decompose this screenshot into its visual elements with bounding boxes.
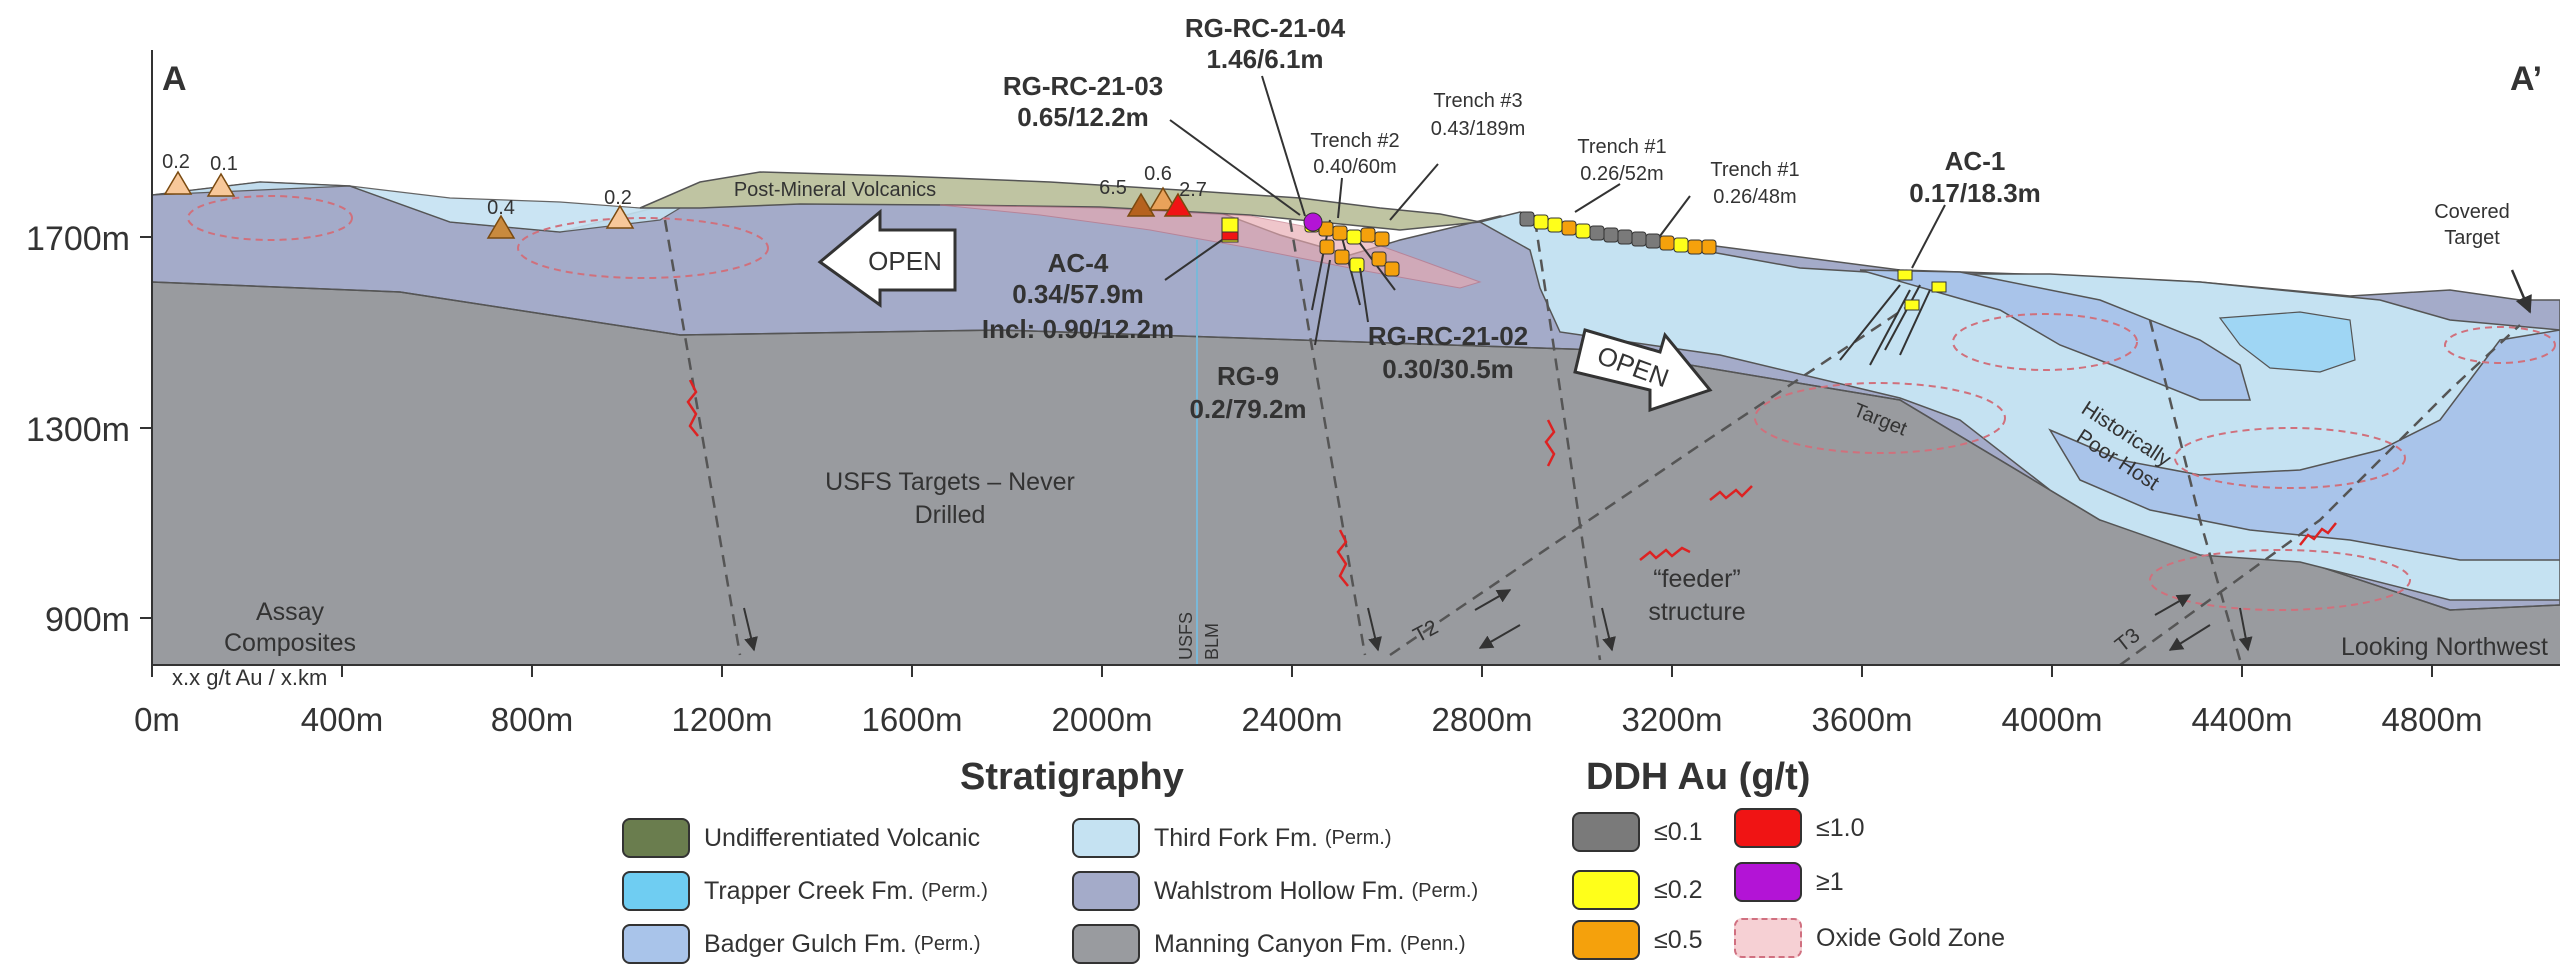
- callout-rg-rc-21-04: RG-RC-21-04: [1185, 13, 1346, 43]
- callout-ac-1: AC-1: [1945, 146, 2006, 176]
- callout-trench-1b: Trench #1: [1710, 159, 1799, 181]
- distance-tick: 3200m: [1622, 701, 1723, 738]
- view-direction: Looking Northwest: [2341, 633, 2548, 661]
- callout-rg-9: RG-9: [1217, 361, 1279, 391]
- callout-trench-1a-value: 0.26/52m: [1580, 163, 1663, 185]
- distance-tick: 3600m: [1812, 701, 1913, 738]
- assay-note: Assay: [256, 598, 325, 626]
- callout-ac-4: AC-4: [1048, 248, 1109, 278]
- boundary-label: BLM: [1202, 623, 1222, 660]
- depth-tick-900: 900m: [45, 601, 130, 639]
- open-arrow-east: [1573, 328, 1713, 413]
- distance-tick: 800m: [491, 701, 574, 738]
- distance-tick: 0m: [134, 701, 180, 738]
- feeder-label: structure: [1648, 598, 1745, 626]
- depth-tick-1700: 1700m: [26, 220, 130, 258]
- callout-ac-4-incl: Incl: 0.90/12.2m: [982, 314, 1174, 344]
- section-end-label: A’: [2510, 60, 2542, 98]
- distance-tick: 2000m: [1052, 701, 1153, 738]
- callout-ac-1-value: 0.17/18.3m: [1909, 178, 2041, 208]
- sample-value: 0.4: [487, 197, 515, 219]
- callout-trench-1b-value: 0.26/48m: [1713, 186, 1796, 208]
- callout-trench-2: Trench #2: [1310, 130, 1399, 152]
- distance-tick: 2400m: [1242, 701, 1343, 738]
- assay-note-units: x.x g/t Au / x.km: [172, 665, 327, 690]
- callout-rg-9-value: 0.2/79.2m: [1189, 394, 1306, 424]
- open-label-west: OPEN: [868, 246, 942, 276]
- post-mineral-volcanics: [639, 171, 1481, 231]
- distance-tick: 4800m: [2382, 701, 2483, 738]
- usfs-targets-label: USFS Targets – Never: [825, 468, 1075, 496]
- sample-value: 6.5: [1099, 177, 1127, 199]
- callout-trench-3: Trench #3: [1433, 90, 1522, 112]
- callout-rg-rc-21-02: RG-RC-21-02: [1368, 321, 1528, 351]
- high-grade-intercept: [1303, 212, 1323, 232]
- manning-canyon-layer: [152, 282, 2560, 665]
- sample-value: 2.7: [1179, 179, 1207, 201]
- usfs-targets-label: Drilled: [915, 501, 986, 529]
- distance-tick: 4000m: [2002, 701, 2103, 738]
- callout-rg-rc-21-03-value: 0.65/12.2m: [1017, 102, 1149, 132]
- oxide-gold-zone: [939, 204, 1482, 289]
- covered-target-label: Target: [2444, 227, 2500, 249]
- depth-tick-1300: 1300m: [26, 411, 130, 449]
- distance-tick: 4400m: [2192, 701, 2293, 738]
- sample-value: 0.2: [604, 187, 632, 209]
- open-arrow-west: [817, 208, 957, 308]
- callout-trench-2-value: 0.40/60m: [1313, 156, 1396, 178]
- feeder-label: “feeder”: [1653, 565, 1741, 593]
- boundary-label: USFS: [1176, 612, 1196, 660]
- distance-tick: 1600m: [862, 701, 963, 738]
- section-start-label: A: [162, 60, 187, 98]
- post-mineral-label: Post-Mineral Volcanics: [734, 179, 936, 201]
- callout-rg-rc-21-04-value: 1.46/6.1m: [1206, 44, 1323, 74]
- trapper-creek-layer: [2218, 311, 2356, 373]
- covered-target-label: Covered: [2434, 201, 2510, 223]
- distance-tick: 2800m: [1432, 701, 1533, 738]
- callout-ac-4-value: 0.34/57.9m: [1012, 279, 1144, 309]
- sample-value: 0.2: [162, 151, 190, 173]
- assay-note: Composites: [224, 629, 356, 657]
- callout-rg-rc-21-03: RG-RC-21-03: [1003, 71, 1163, 101]
- distance-tick: 1200m: [672, 701, 773, 738]
- callout-trench-3-value: 0.43/189m: [1431, 118, 1526, 140]
- callout-trench-1a: Trench #1: [1577, 136, 1666, 158]
- sample-value: 0.1: [210, 153, 238, 175]
- badger-gulch-layer: [1859, 269, 2251, 401]
- callout-rg-rc-21-02-value: 0.30/30.5m: [1382, 354, 1514, 384]
- sample-value: 0.6: [1144, 163, 1172, 185]
- distance-tick: 400m: [301, 701, 384, 738]
